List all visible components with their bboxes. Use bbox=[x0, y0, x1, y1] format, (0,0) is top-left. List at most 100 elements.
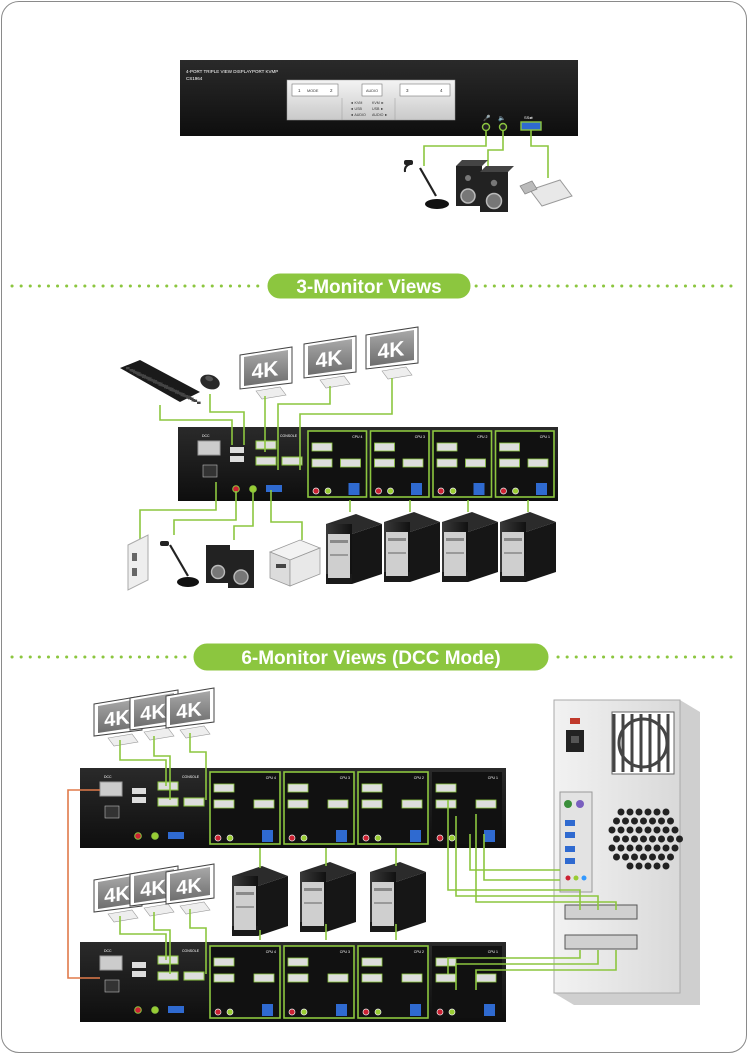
displayport bbox=[311, 442, 333, 452]
monitor-3: 4K bbox=[365, 326, 419, 380]
cpu-module: CPU 2 bbox=[357, 945, 429, 1019]
svg-text:🎤: 🎤 bbox=[483, 114, 491, 122]
speakers-icon bbox=[456, 160, 514, 212]
usb-b-port bbox=[336, 830, 347, 842]
six-monitor-banner: 6-Monitor Views (DCC Mode) bbox=[10, 640, 740, 674]
mic-jack bbox=[436, 834, 444, 842]
keyboard-icon bbox=[120, 360, 201, 404]
usb-b-port bbox=[536, 483, 547, 495]
port-button-3[interactable]: 3 bbox=[406, 88, 409, 93]
displayport bbox=[253, 799, 275, 809]
audio-button[interactable] bbox=[361, 83, 383, 97]
displayport bbox=[527, 458, 549, 468]
usb-b-port bbox=[348, 483, 360, 495]
cpu-label: CPU 3 bbox=[340, 950, 350, 954]
cpu-module: CPU 3 bbox=[369, 430, 430, 498]
pc-tower-1 bbox=[500, 512, 556, 582]
pc-tower-4 bbox=[326, 514, 382, 584]
fan-grille-icon bbox=[611, 711, 675, 775]
displayport bbox=[402, 458, 424, 468]
cpu-module: CPU 3 bbox=[283, 771, 355, 845]
usb-b-port bbox=[410, 1004, 421, 1016]
hotkey-left-kvm: ◄ KVM bbox=[350, 101, 362, 105]
dcc-port bbox=[99, 781, 123, 797]
monitor-4k-label: 4K bbox=[176, 698, 202, 724]
cpu-module: CPU 3 bbox=[283, 945, 355, 1019]
power-switch-icon bbox=[570, 718, 580, 724]
displayport bbox=[213, 799, 235, 809]
port-button-1[interactable]: 1 bbox=[298, 88, 301, 93]
mic-port[interactable]: 🎤 bbox=[481, 114, 492, 132]
hotkey-right-audio: AUDIO ► bbox=[372, 113, 388, 117]
hotkey-left-usb: ◄ USB bbox=[350, 107, 363, 111]
three-monitor-title: 3-Monitor Views bbox=[296, 277, 441, 298]
dcc-port bbox=[197, 440, 221, 456]
cpu-label: CPU 1 bbox=[540, 435, 550, 439]
displayport bbox=[253, 973, 275, 983]
usb-label: SS⇄ bbox=[524, 115, 533, 120]
speaker-jack bbox=[300, 1008, 308, 1016]
console-displayport-3 bbox=[183, 971, 205, 981]
cpu-module: CPU 4 bbox=[209, 771, 281, 845]
usb-a-port bbox=[230, 447, 244, 453]
monitor-4k-label: 4K bbox=[176, 874, 202, 900]
six-monitor-title: 6-Monitor Views (DCC Mode) bbox=[241, 648, 500, 669]
power-jack bbox=[202, 464, 218, 478]
port-button-4[interactable]: 4 bbox=[440, 88, 443, 93]
cpu-label: CPU 2 bbox=[477, 435, 487, 439]
pc-tower-dcc-3 bbox=[300, 862, 356, 932]
speaker-jack bbox=[300, 834, 308, 842]
displayport bbox=[327, 799, 349, 809]
cpu-module: CPU 2 bbox=[432, 430, 493, 498]
pc-tower-3 bbox=[384, 512, 440, 582]
speaker-jack bbox=[226, 1008, 234, 1016]
console-displayport-1 bbox=[157, 955, 179, 965]
front-panel-model-number: CS1964 bbox=[186, 76, 203, 81]
monitor-4k-label: 4K bbox=[140, 876, 166, 902]
console-displayport-3 bbox=[183, 797, 205, 807]
dcc-port bbox=[99, 955, 123, 971]
displayport bbox=[435, 799, 457, 809]
hotkey-left-audio: ◄ AUDIO bbox=[350, 113, 366, 117]
console-label: CONSOLE bbox=[182, 949, 200, 953]
displayport bbox=[475, 973, 497, 983]
front-panel-model: 4-PORT TRIPLE VIEW DISPLAYPORT KVMP bbox=[186, 69, 278, 74]
mouse-icon bbox=[200, 374, 220, 390]
displayport bbox=[374, 458, 395, 468]
usb-a-port bbox=[230, 456, 244, 462]
port-button-2[interactable]: 2 bbox=[330, 88, 333, 93]
displayport bbox=[361, 957, 383, 967]
console-displayport-2 bbox=[157, 971, 179, 981]
console-displayport-1 bbox=[157, 781, 179, 791]
speaker-jack bbox=[449, 487, 457, 495]
monitor-4k-label: 4K bbox=[378, 337, 406, 364]
microphone-icon-2 bbox=[160, 541, 199, 587]
usb-a-port bbox=[132, 971, 146, 977]
speaker-port[interactable]: 🔈 bbox=[498, 115, 508, 132]
power-jack bbox=[104, 979, 120, 993]
displayport bbox=[287, 783, 309, 793]
console-label: CONSOLE bbox=[280, 434, 298, 438]
dcc-link-cable bbox=[67, 789, 100, 979]
usb-b-port bbox=[410, 830, 421, 842]
displayport bbox=[465, 458, 486, 468]
console-mic-jack bbox=[134, 832, 142, 840]
console-displayport-2 bbox=[255, 456, 277, 466]
three-monitor-banner: 3-Monitor Views bbox=[10, 270, 740, 302]
port-button-3-4[interactable] bbox=[399, 83, 451, 97]
mic-jack bbox=[362, 1008, 370, 1016]
svg-text:🔈: 🔈 bbox=[498, 115, 505, 122]
displayport bbox=[213, 973, 235, 983]
speaker-jack bbox=[387, 487, 394, 495]
port-button-1-2[interactable] bbox=[291, 83, 339, 97]
usb-b-port bbox=[262, 1004, 273, 1016]
console-displayport-3 bbox=[281, 456, 303, 466]
mic-jack bbox=[375, 487, 382, 495]
speaker-jack bbox=[512, 487, 519, 495]
monitor-a3: 4K bbox=[165, 687, 215, 739]
displayport bbox=[327, 973, 349, 983]
displayport bbox=[287, 799, 309, 809]
